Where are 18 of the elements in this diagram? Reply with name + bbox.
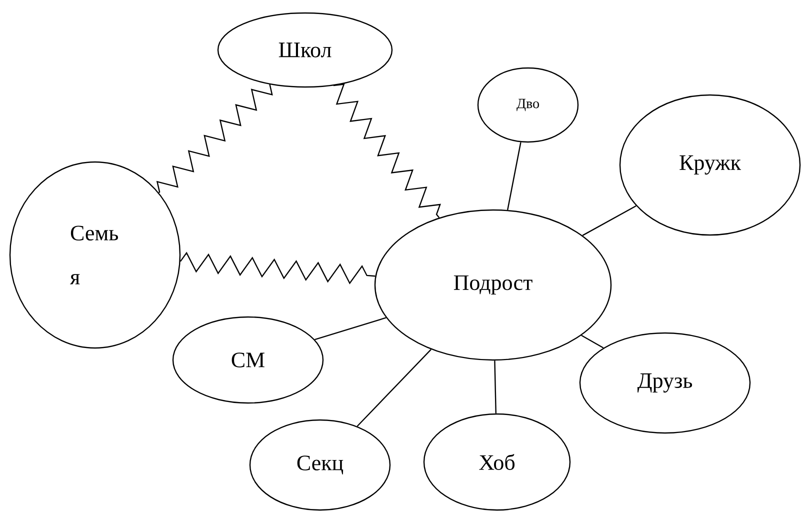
connector-line [356,349,432,427]
connector-line [582,205,636,236]
ellipse-node: Секц [249,419,391,511]
ellipse-node: СМ [172,316,324,404]
ellipse-node: Подрост [374,209,612,361]
zigzag-line [180,252,376,284]
ellipse-node: Кружк [619,94,801,236]
ellipse-node: Школ [217,12,393,88]
connector-line [581,334,604,348]
zigzag-line [333,84,441,218]
connector-line [507,142,522,210]
zigzag-line [156,84,273,193]
ellipse-node: Друзь [579,332,751,434]
ellipse-node: Семь я [9,161,181,349]
connector-line [314,317,386,340]
connector-line [494,360,496,414]
ellipse-node: Дво [477,67,579,143]
ellipse-node: Хоб [423,413,571,511]
